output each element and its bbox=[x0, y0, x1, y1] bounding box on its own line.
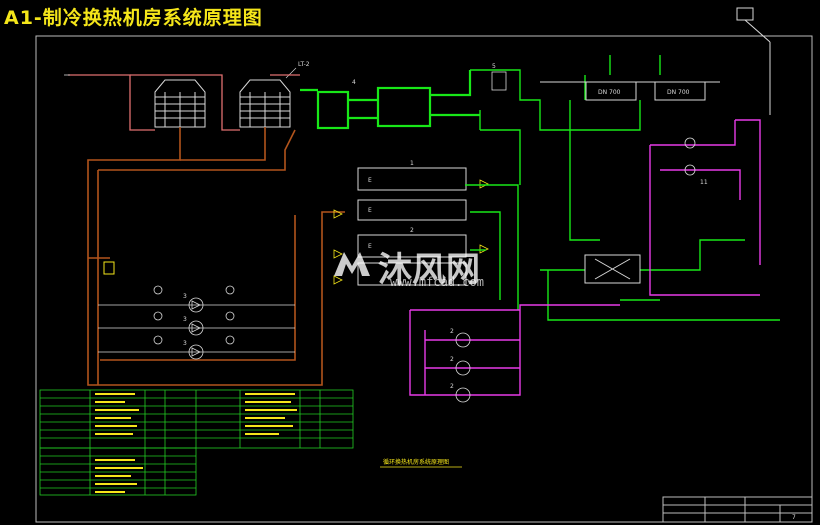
equipment-table bbox=[39, 389, 354, 496]
title-block-page: 7 bbox=[792, 514, 796, 521]
plate-exchanger bbox=[584, 254, 641, 284]
unit-label-2: 2 bbox=[410, 227, 414, 234]
chilled-water-pipes bbox=[465, 55, 780, 321]
valve-label-4: 4 bbox=[352, 79, 356, 86]
pump-label-d: 2 bbox=[450, 328, 454, 335]
expansion-tank-top bbox=[736, 7, 771, 115]
pump-label-f: 2 bbox=[450, 383, 454, 390]
exch-label-e3: E bbox=[368, 243, 372, 250]
tank-label-1: DN 700 bbox=[598, 89, 621, 96]
watermark-url: www.mfcad.com bbox=[390, 275, 484, 289]
unit-valves bbox=[333, 179, 489, 285]
table-text-marks bbox=[95, 393, 297, 493]
valve-label-5: 5 bbox=[492, 63, 496, 70]
chiller-units bbox=[357, 167, 467, 286]
watermark-logo-icon bbox=[334, 252, 370, 276]
cooling-tower-2 bbox=[239, 79, 291, 128]
pump-label-b: 3 bbox=[183, 316, 187, 323]
cooling-tower-1 bbox=[154, 79, 206, 128]
cooling-water-loop bbox=[87, 127, 345, 386]
exch-label-e2: E bbox=[368, 207, 372, 214]
tank-label-2: DN 700 bbox=[667, 89, 690, 96]
unit-label-1: 1 bbox=[410, 160, 414, 167]
top-tanks bbox=[540, 81, 720, 101]
drawing-frame bbox=[35, 35, 813, 523]
pump-label-a: 3 bbox=[183, 293, 187, 300]
valve-label-11: 11 bbox=[700, 179, 708, 186]
pump-label-e: 2 bbox=[450, 356, 454, 363]
cooling-pump-group bbox=[98, 285, 295, 360]
green-exchanger-group bbox=[300, 70, 480, 130]
pump-label-c: 3 bbox=[183, 340, 187, 347]
exch-label-e1: E bbox=[368, 177, 372, 184]
drawing-title: A1-制冷换热机房系统原理图 bbox=[4, 7, 263, 29]
watermark-brand: 沐风网 bbox=[378, 250, 480, 290]
small-device bbox=[491, 71, 507, 91]
heating-pumps bbox=[455, 137, 696, 403]
watermark-text: 沐风网 bbox=[378, 242, 480, 291]
heating-pipes bbox=[409, 119, 761, 396]
tower-makeup-pipe bbox=[68, 74, 300, 131]
label-lt: LT-2 bbox=[298, 61, 310, 68]
note-label: 循环换热机房系统原理图 bbox=[383, 458, 449, 466]
filter-box bbox=[103, 261, 115, 275]
